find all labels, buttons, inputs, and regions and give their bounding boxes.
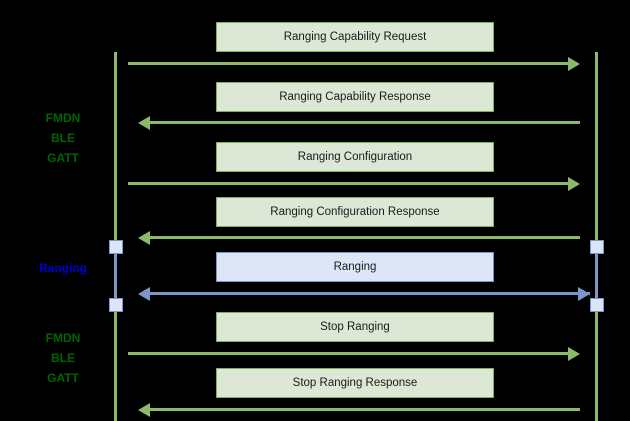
activation-bar-right <box>595 246 598 304</box>
arrow-head-right-icon <box>578 286 590 301</box>
activation-node-left-top <box>109 240 123 254</box>
message-box: Ranging Configuration <box>216 142 494 172</box>
message-box: Stop Ranging <box>216 312 494 342</box>
message-arrow-line <box>128 62 570 65</box>
message-box: Ranging Capability Response <box>216 82 494 112</box>
arrow-head-right-icon <box>568 346 580 361</box>
arrow-head-left-icon <box>138 286 150 301</box>
message-arrow-line <box>150 121 580 124</box>
phase-label-fmdn-top: FMDN BLE GATT <box>8 108 118 168</box>
activation-node-right-bottom <box>590 298 604 312</box>
message-box: Ranging Capability Request <box>216 22 494 52</box>
activation-bar-left <box>114 246 117 304</box>
arrow-head-right-icon <box>568 176 580 191</box>
lifeline-left <box>114 52 117 421</box>
phase-label-line: FMDN <box>45 111 81 125</box>
phase-label-line: Ranging <box>39 261 87 275</box>
arrow-head-right-icon <box>568 56 580 71</box>
message-box: Stop Ranging Response <box>216 368 494 398</box>
phase-label-line: BLE <box>51 131 75 145</box>
lifeline-right <box>595 52 598 421</box>
arrow-head-left-icon <box>138 115 150 130</box>
message-box: Ranging Configuration Response <box>216 197 494 227</box>
message-box: Ranging <box>216 252 494 282</box>
phase-label-line: GATT <box>47 151 79 165</box>
message-arrow-line <box>128 182 570 185</box>
arrow-head-left-icon <box>138 402 150 417</box>
phase-label-line: FMDN <box>45 331 81 345</box>
message-arrow-line <box>150 236 580 239</box>
message-arrow-line <box>128 352 570 355</box>
phase-label-line: GATT <box>47 371 79 385</box>
phase-label-ranging: Ranging <box>8 258 118 278</box>
message-arrow-line <box>150 292 590 295</box>
activation-node-right-top <box>590 240 604 254</box>
phase-label-fmdn-bottom: FMDN BLE GATT <box>8 328 118 388</box>
activation-node-left-bottom <box>109 298 123 312</box>
arrow-head-left-icon <box>138 230 150 245</box>
message-arrow-line <box>150 408 580 411</box>
phase-label-line: BLE <box>51 351 75 365</box>
